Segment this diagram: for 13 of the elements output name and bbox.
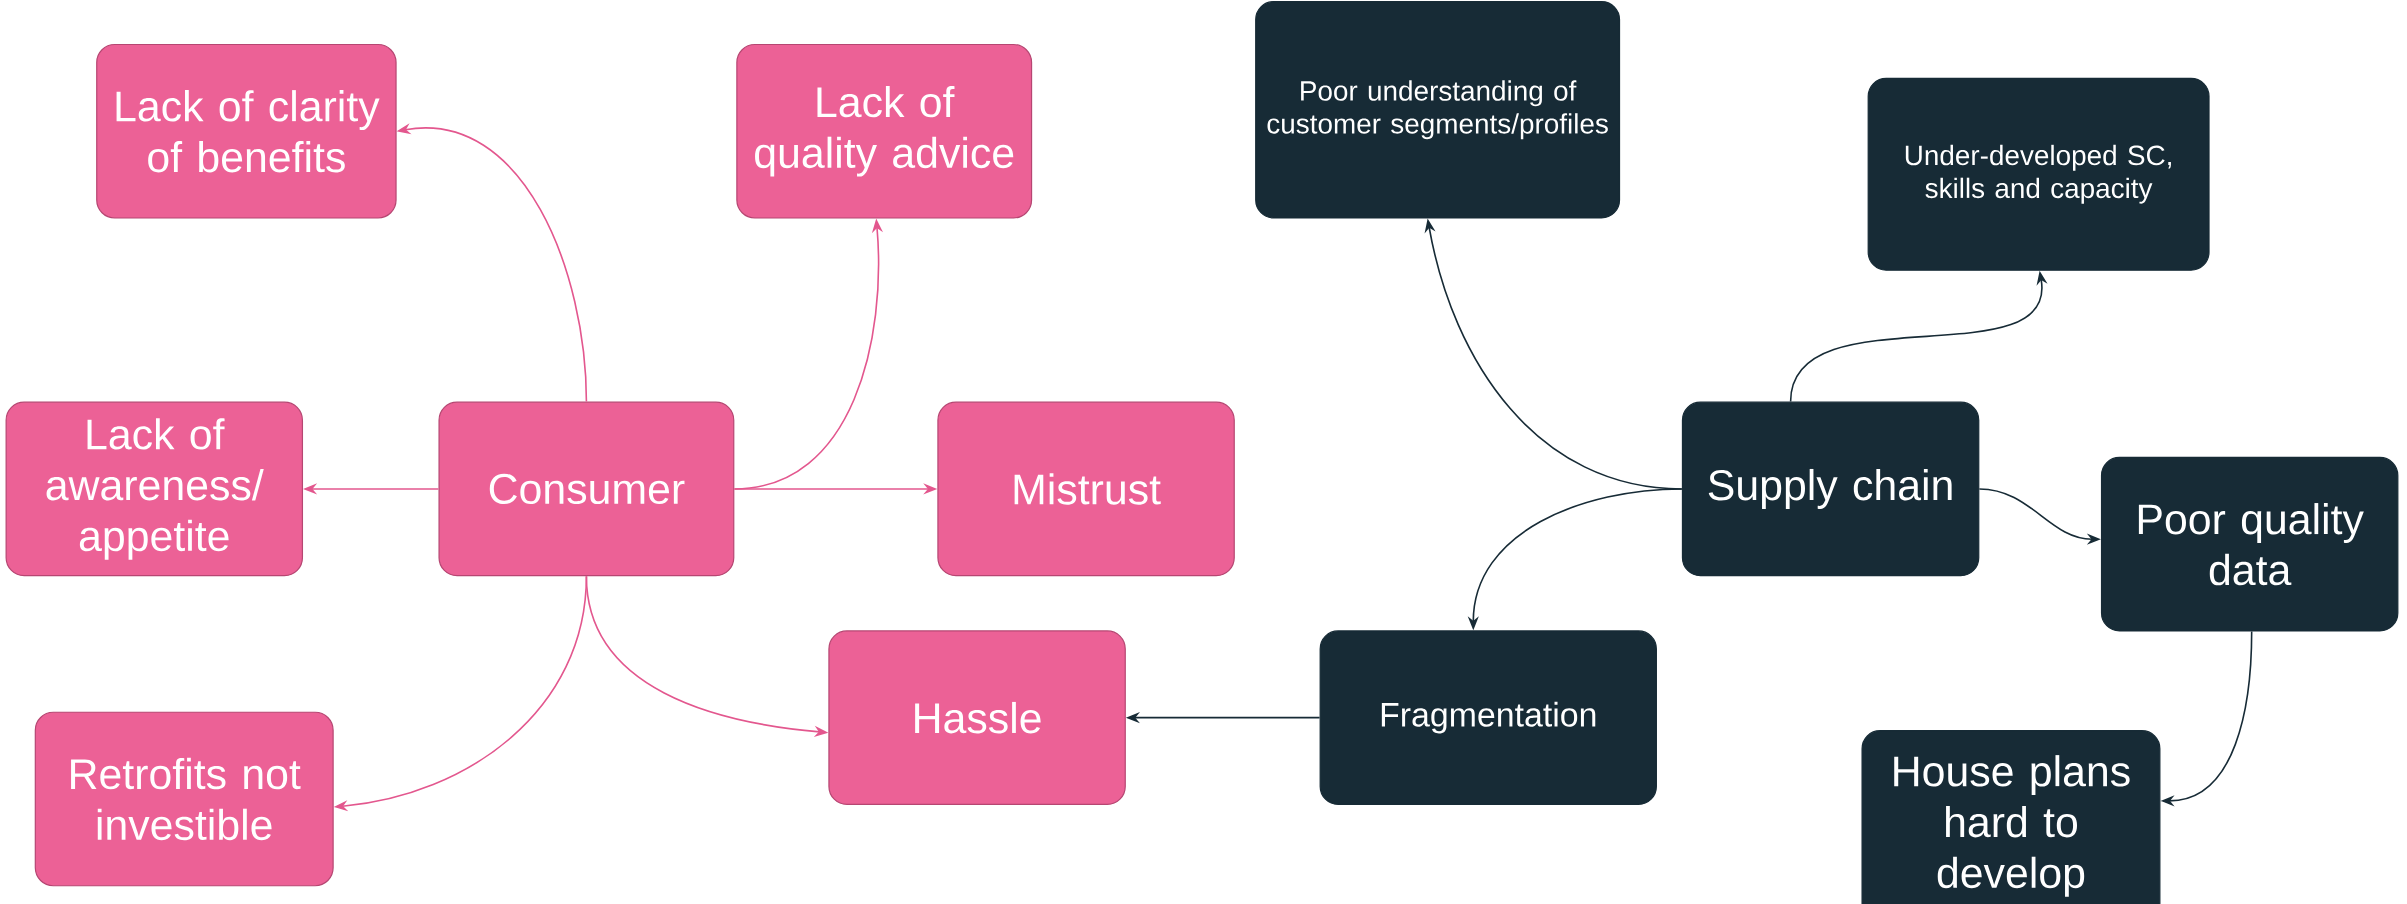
problem-box: Under-developed SC, skills and capacity xyxy=(1867,77,2210,271)
problem-box: Lack of awareness/ appetite xyxy=(5,401,304,577)
problem-box: Fragmentation xyxy=(1319,630,1657,805)
problem-box: Poor quality data xyxy=(2100,456,2399,632)
problem-box: Lack of quality advice xyxy=(736,43,1033,219)
problem-box: Mistrust xyxy=(937,401,1235,577)
problem-box: Supply chain xyxy=(1681,401,1980,577)
problem-box: Consumer xyxy=(438,401,735,577)
problem-box: Retrofits not investible xyxy=(34,711,334,887)
problem-box: Hassle xyxy=(828,630,1126,805)
problem-box: House plans hard to develop xyxy=(1861,730,2161,904)
problem-box: Lack of clarity of benefits xyxy=(96,43,397,219)
problem-box: Poor understanding of customer segments/profiles xyxy=(1255,0,1621,219)
